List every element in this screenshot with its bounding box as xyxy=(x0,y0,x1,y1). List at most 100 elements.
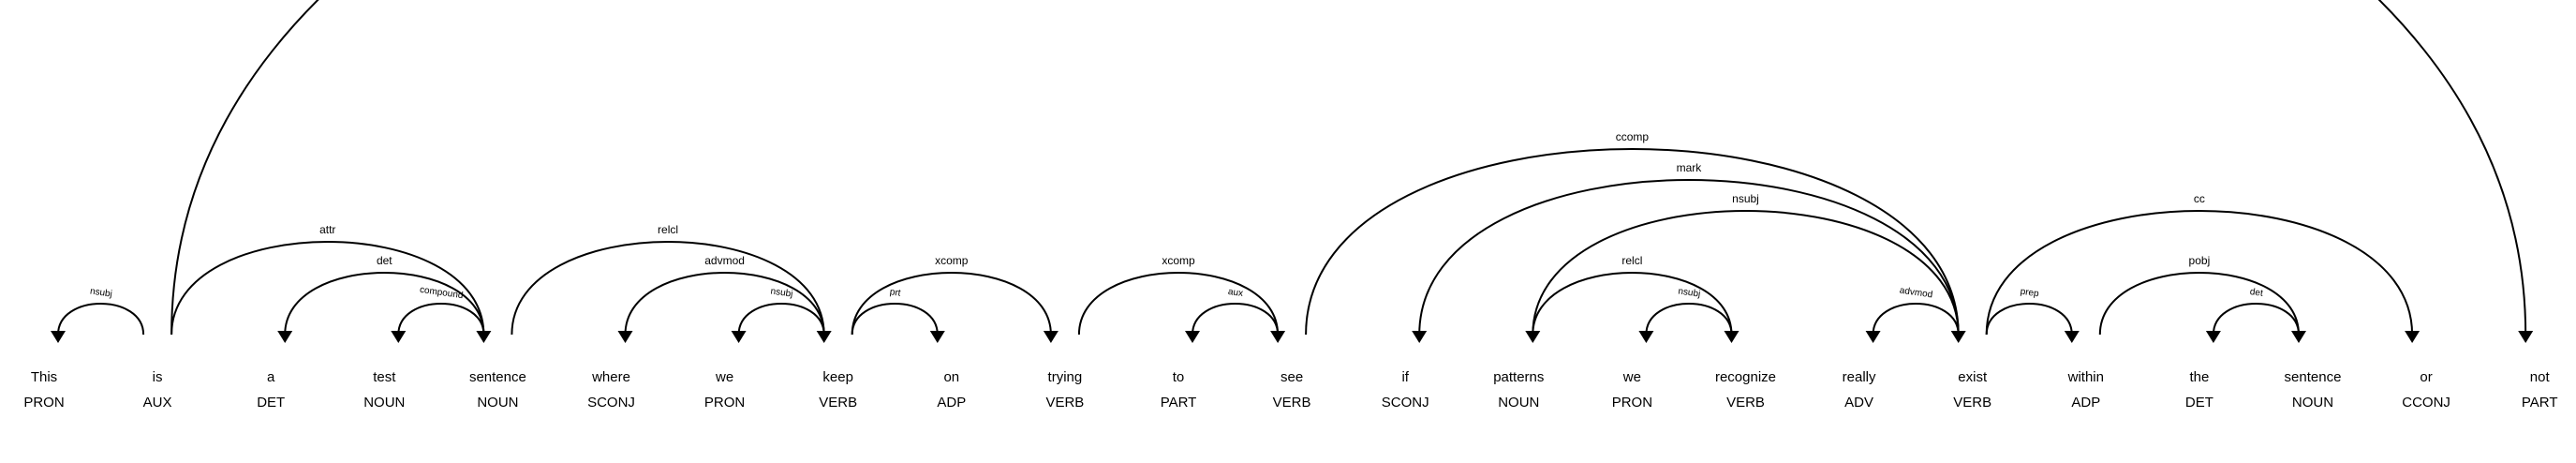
dependency-arc: nsubj xyxy=(731,286,825,343)
arc-line xyxy=(1985,303,2073,336)
arc-label: xcomp xyxy=(1162,254,1195,267)
token-text: if xyxy=(1401,369,1409,385)
token-text: a xyxy=(267,369,275,385)
arrow-head xyxy=(1865,331,1881,343)
dependency-arc: xcomp xyxy=(1077,254,1286,343)
dependency-arc: neg xyxy=(170,0,2534,343)
arc-line xyxy=(1532,210,1960,336)
arc-label: det xyxy=(377,254,392,267)
words-layer: ThisPRONisAUXaDETtestNOUNsentenceNOUNwhe… xyxy=(23,369,2557,411)
token-text: trying xyxy=(1048,369,1083,385)
dependency-arc: prep xyxy=(1985,287,2080,343)
arc-line xyxy=(1645,303,1733,336)
arrow-head xyxy=(391,331,407,343)
arc-line xyxy=(1305,148,1960,336)
token-tag: ADP xyxy=(2071,395,2100,411)
arrow-head xyxy=(476,331,492,343)
token-tag: SCONJ xyxy=(587,395,635,411)
dependency-arc: aux xyxy=(1185,287,1280,343)
arrow-head xyxy=(1043,331,1059,343)
token-text: recognize xyxy=(1715,369,1776,385)
arc-line xyxy=(170,241,485,336)
arc-label: relcl xyxy=(1621,254,1642,267)
token-tag: CCONJ xyxy=(2402,395,2450,411)
arc-line xyxy=(1418,179,1960,336)
arc-line xyxy=(851,272,1052,336)
arc-label: det xyxy=(2249,287,2264,299)
arc-label: aux xyxy=(1227,287,1243,299)
token-tag: VERB xyxy=(819,395,857,411)
token-text: we xyxy=(1622,369,1641,385)
arc-label: cc xyxy=(2194,192,2205,205)
arrow-head xyxy=(1412,331,1428,343)
token-text: test xyxy=(373,369,396,385)
arc-line xyxy=(737,303,825,336)
arrow-head xyxy=(1724,331,1740,343)
arc-label: advmod xyxy=(1899,286,1933,301)
arc-line xyxy=(1872,303,1960,336)
token-tag: DET xyxy=(2185,395,2213,411)
arc-line xyxy=(284,272,485,336)
dependency-arc: nsubj xyxy=(1638,286,1733,343)
arrow-head xyxy=(2064,331,2080,343)
token-tag: AUX xyxy=(143,395,172,411)
token-tag: PART xyxy=(1161,395,1197,411)
dependency-arc: nsubj xyxy=(51,286,145,343)
arc-label: relcl xyxy=(658,223,678,236)
arc-label: nsubj xyxy=(1732,192,1759,205)
token-text: This xyxy=(31,369,57,385)
dependency-arc: relcl xyxy=(511,223,832,343)
token-text: on xyxy=(943,369,959,385)
arc-line xyxy=(624,272,825,336)
token-tag: VERB xyxy=(1045,395,1084,411)
arc-line xyxy=(2212,303,2300,336)
token-text: to xyxy=(1173,369,1185,385)
arrow-head xyxy=(2518,331,2534,343)
arcs-layer: nsubjattrnegdetcompoundrelcladvmodnsubjp… xyxy=(51,0,2534,343)
dependency-arc: attr xyxy=(170,223,492,343)
token-tag: PRON xyxy=(704,395,745,411)
token-tag: NOUN xyxy=(363,395,405,411)
arrow-head xyxy=(816,331,832,343)
arrow-head xyxy=(1638,331,1654,343)
token-text: sentence xyxy=(469,369,526,385)
arc-line xyxy=(170,0,2527,336)
arc-label: prt xyxy=(889,287,901,299)
arc-line xyxy=(1077,272,1280,336)
arc-label: nsubj xyxy=(89,286,112,299)
arrow-head xyxy=(277,331,293,343)
arc-line xyxy=(1192,303,1280,336)
dependency-arc: xcomp xyxy=(851,254,1059,343)
arrow-head xyxy=(2205,331,2221,343)
token-tag: ADV xyxy=(1844,395,1873,411)
token-text: keep xyxy=(822,369,853,385)
arc-label: attr xyxy=(319,223,335,236)
token-text: not xyxy=(2530,369,2551,385)
dependency-arc: ccomp xyxy=(1305,130,1966,343)
arc-label: ccomp xyxy=(1616,130,1650,143)
token-text: exist xyxy=(1958,369,1988,385)
arrow-head xyxy=(51,331,66,343)
arrow-head xyxy=(929,331,945,343)
token-text: really xyxy=(1843,369,1876,385)
arrow-head xyxy=(1525,331,1541,343)
dependency-arc: nsubj xyxy=(1525,192,1960,343)
dependency-arc: pobj xyxy=(2098,254,2306,343)
token-tag: SCONJ xyxy=(1382,395,1429,411)
dependency-arc: mark xyxy=(1412,161,1960,343)
